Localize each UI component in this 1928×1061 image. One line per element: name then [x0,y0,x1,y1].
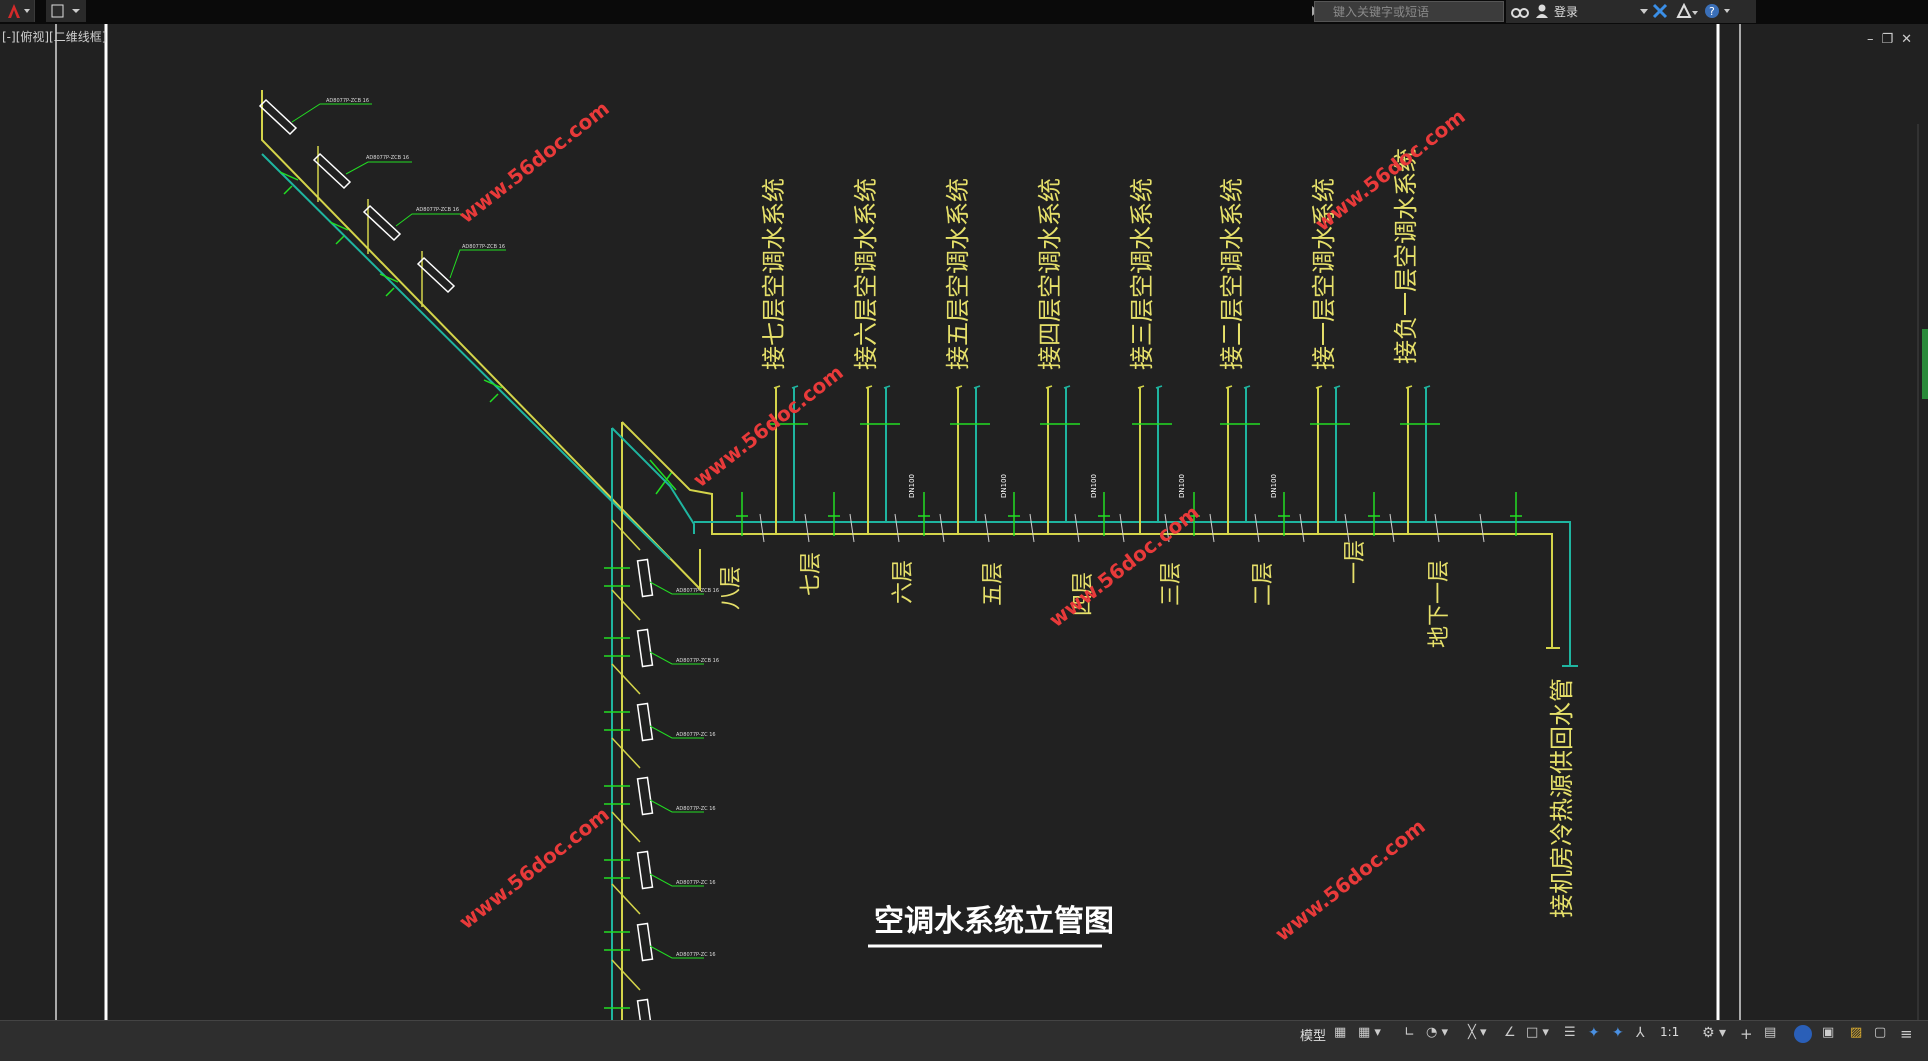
help-icon[interactable]: ? [1704,3,1732,19]
drawing-title: 空调水系统立管图 [874,904,1114,939]
unit-label: AD8077P-ZCB 16 [676,588,719,594]
isolate-objects-icon[interactable] [1794,1025,1812,1043]
application-menu-button[interactable] [0,0,35,22]
watermark-text: www.56doc.com [1270,814,1429,946]
close-icon[interactable]: ✕ [1901,32,1920,47]
autodesk-360-icon[interactable] [1676,3,1698,19]
system-label: 接五层空调水系统 [944,178,972,370]
login-link[interactable]: 登录 [1554,5,1579,19]
clean-screen-icon[interactable]: ▨ [1850,1025,1863,1040]
system-labels: 接七层空调水系统 接六层空调水系统 接五层空调水系统 接四层空调水系统 接三层空调水系统… [760,148,1420,370]
unit-label: AD8077P-ZCB 16 [366,155,409,161]
window-controls[interactable]: –❐✕ [1867,32,1920,47]
scale-selector[interactable]: 1:1 [1660,1025,1680,1039]
system-label: 接四层空调水系统 [1036,178,1064,370]
hardware-acceleration-icon[interactable]: ▣ [1822,1025,1835,1040]
unit-label: AD8077P-ZCB 16 [462,244,505,250]
system-label: 接七层空调水系统 [760,178,788,370]
fullscreen-icon[interactable]: ▢ [1874,1025,1887,1040]
floor-label: 五层 [981,562,1006,606]
watermark-text: www.56doc.com [454,802,613,934]
customize-menu-icon[interactable]: ≡ [1900,1025,1913,1043]
unit-label: AD8077P-ZCB 16 [676,658,719,664]
infocenter-toolbar: 登录 ? [1506,0,1756,23]
search-input[interactable]: 键入关键字或短语 [1314,1,1504,22]
save-icon[interactable] [46,0,86,22]
settings-icon[interactable]: ⚙ ▾ [1702,1025,1727,1041]
floor-label: 六层 [891,560,916,604]
valve-tag: DN100 [1000,474,1008,498]
system-label: 接一层空调水系统 [1310,178,1338,370]
system-label: 接负一层空调水系统 [1392,148,1420,364]
floor-labels: 八层 七层 六层 五层 四层 三层 二层 一层 地下一层 [719,540,1452,648]
unit-label: AD8077P-ZC 16 [676,952,716,958]
floor-branch-risers [736,385,1522,543]
polar-icon[interactable]: ◔ ▾ [1426,1025,1449,1040]
floor-label: 地下一层 [1427,560,1452,648]
workspace-icon[interactable]: ▤ [1764,1025,1777,1040]
snap-icon[interactable]: ▦ ▾ [1358,1025,1381,1040]
unit-label: AD8077P-ZC 16 [676,880,716,886]
binoculars-icon[interactable] [1510,3,1530,19]
system-label: 接三层空调水系统 [1128,178,1156,370]
valve-tag: DN100 [1090,474,1098,498]
view-label[interactable]: [-][俯视][二维线框] [2,30,107,44]
floor-label: 一层 [1343,540,1368,584]
unit-label: AD8077P-ZCB 16 [416,207,459,213]
valve-tag: DN100 [908,474,916,498]
valve-tags: DN100 DN100 DN100 DN100 DN100 [908,474,1278,498]
unit-label: AD8077P-ZC 16 [676,806,716,812]
osnap-icon[interactable]: ╳ ▾ [1468,1025,1487,1040]
floor-label: 七层 [799,552,824,596]
ortho-icon[interactable]: ∟ [1404,1025,1415,1040]
quick-access-toolbar[interactable] [46,0,86,22]
unit-label: AD8077P-ZC 16 [676,732,716,738]
auto-scale-icon[interactable]: ✦ [1612,1025,1624,1041]
floor-label: 八层 [719,566,744,610]
drawing-canvas[interactable]: AD8077P-ZCB 16 AD8077P-ZCB 16 AD8077P-ZCB … [0,24,1928,1038]
title-bar: 键入关键字或短语 登录 ? [0,0,1928,24]
system-label: 接二层空调水系统 [1218,178,1246,370]
plus-icon[interactable]: + [1740,1025,1753,1043]
upper-branch-pipes [261,90,701,592]
status-bar: 模型 ▦ ▦ ▾ ∟ ◔ ▾ ╳ ▾ ∠ □ ▾ ☰ ✦ ✦ ⅄ 1:1 ⚙ ▾… [0,1020,1928,1061]
floor-label: 四层 [1071,572,1096,616]
unit-label: AD8077P-ZCB 16 [326,98,369,104]
riser-diagram[interactable]: AD8077P-ZCB 16 AD8077P-ZCB 16 AD8077P-ZCB … [0,24,1928,1038]
watermark-text: www.56doc.com [688,360,847,492]
exchange-icon[interactable] [1652,3,1668,19]
minimize-icon[interactable]: – [1866,32,1882,47]
restore-icon[interactable]: ❐ [1881,32,1902,47]
upper-fan-coil-units [258,98,456,294]
angle-icon[interactable]: ∠ [1504,1025,1516,1040]
floor-label: 三层 [1159,562,1184,606]
autocad-logo-icon [8,4,30,18]
valve-tag: DN100 [1178,474,1186,498]
system-label: 接六层空调水系统 [852,178,880,370]
lineweight-icon[interactable]: ☰ [1564,1025,1576,1040]
watermark-text: www.56doc.com [1310,104,1469,236]
annotation-visibility-icon[interactable]: ✦ [1588,1025,1600,1041]
grid-icon[interactable]: ▦ [1334,1025,1347,1040]
chevron-down-icon[interactable] [1640,9,1648,15]
valve-tag: DN100 [1270,474,1278,498]
model-tab[interactable]: 模型 [1300,1029,1327,1044]
floor-label: 二层 [1251,562,1276,606]
plant-label: 接机房冷热源供回水管 [1548,678,1576,918]
object-snap-icon[interactable]: □ ▾ [1526,1025,1549,1040]
annotation-scale-icon[interactable]: ⅄ [1636,1025,1645,1041]
user-icon [1536,4,1548,18]
svg-text:?: ? [1709,5,1715,18]
watermark-text: www.56doc.com [454,96,613,228]
